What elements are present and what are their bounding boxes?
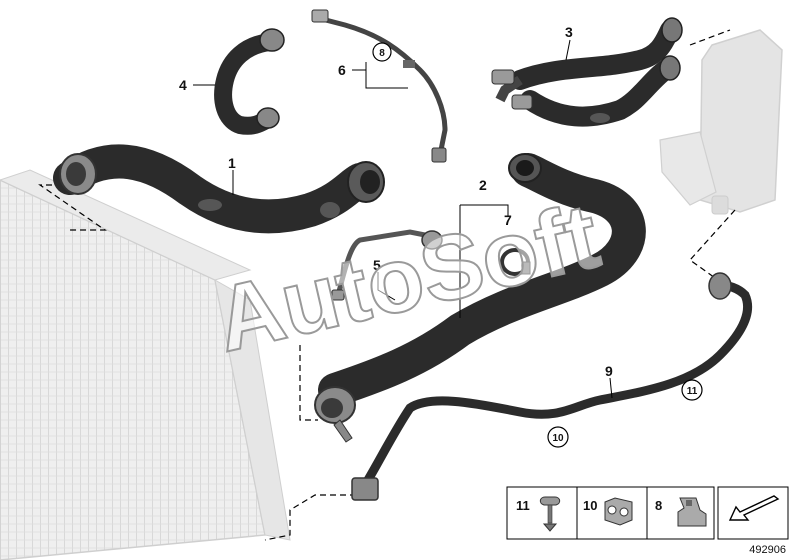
quick-coupling-bottom [314,386,356,443]
legend-item-11: 11 [516,496,561,532]
part-1-upper-hose[interactable] [53,144,385,234]
legend-8-label: 8 [655,498,662,513]
part-6-vent-line[interactable] [311,9,448,163]
quick-coupling-left [59,153,97,195]
clip-10-icon [604,497,633,526]
part-3-branch-hose[interactable] [491,17,683,127]
hose-end-right [347,161,385,203]
clip-11-icon [539,496,561,532]
document-number: 492906 [749,544,786,556]
callout-4: 4 [179,77,187,93]
part-7-clamp[interactable] [500,248,531,276]
callout-6: 6 [338,62,346,78]
callout-5: 5 [373,257,381,273]
circled-8-text: 8 [379,48,385,59]
legend-10-label: 10 [583,498,597,513]
callout-3: 3 [565,24,573,40]
circled-labels: 8 10 11 [372,42,703,448]
radiator-ghost [0,169,291,560]
clip-8-icon [677,497,707,527]
expansion-tank-ghost [659,29,783,215]
arrow-icon [728,495,780,521]
legend-item-8: 8 [655,497,707,527]
circled-10: 10 [547,426,569,448]
arrow-box [717,486,789,540]
part-4-small-hose[interactable] [214,28,285,135]
callout-2: 2 [479,177,487,193]
part-9-coolant-line[interactable] [351,272,753,501]
circled-10-text: 10 [552,433,564,444]
callout-leaders [193,39,613,399]
legend-item-10: 10 [583,497,633,526]
circled-11-text: 11 [687,386,698,397]
part-2-lower-hose[interactable] [314,153,646,443]
dashed-leaders [38,29,736,541]
callout-9: 9 [605,363,613,379]
legend-11-label: 11 [516,498,530,513]
circled-8: 8 [372,42,392,62]
callout-labels: 1 2 3 4 5 6 7 9 [179,24,613,379]
part-5-small-pipe[interactable] [331,229,443,301]
callout-7: 7 [504,212,512,228]
circled-11: 11 [681,379,703,401]
small-parts-legend: 11 10 8 [506,486,789,540]
callout-1: 1 [228,155,236,171]
